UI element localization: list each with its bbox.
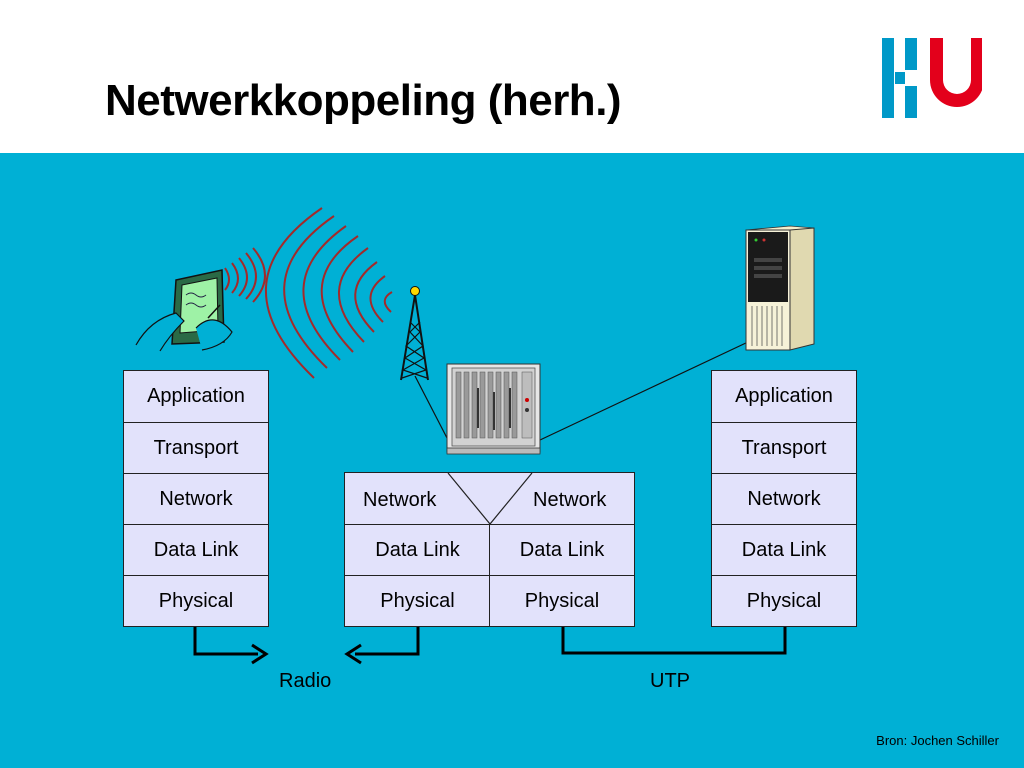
right-network-layer: Network bbox=[711, 473, 857, 525]
right-transport-layer: Transport bbox=[711, 422, 857, 474]
tower-to-switch-line bbox=[414, 375, 448, 439]
left-network-layer: Network bbox=[123, 473, 269, 525]
router-physical-left: Physical bbox=[344, 575, 491, 627]
left-transport-layer: Transport bbox=[123, 422, 269, 474]
router-network-left-label: Network bbox=[363, 489, 437, 511]
utp-link bbox=[561, 627, 787, 655]
left-application-layer: Application bbox=[123, 370, 269, 423]
university-logo-icon bbox=[882, 38, 982, 118]
router-datalink-left: Data Link bbox=[344, 524, 491, 576]
router-physical-right: Physical bbox=[489, 575, 635, 627]
radio-link-left bbox=[193, 627, 258, 656]
slide-header: Netwerkkoppeling (herh.) bbox=[0, 0, 1024, 153]
switch-to-server-line bbox=[539, 341, 749, 441]
radio-arrow-left-icon bbox=[344, 643, 362, 665]
source-credit: Bron: Jochen Schiller bbox=[876, 733, 999, 748]
radio-link-right bbox=[355, 627, 420, 656]
right-application-layer: Application bbox=[711, 370, 857, 423]
left-datalink-layer: Data Link bbox=[123, 524, 269, 576]
slide-title: Netwerkkoppeling (herh.) bbox=[105, 76, 622, 125]
handheld-device-icon bbox=[135, 247, 266, 352]
radio-arrow-right-icon bbox=[251, 643, 269, 665]
router-datalink-right: Data Link bbox=[489, 524, 635, 576]
router-network-right-label: Network bbox=[533, 489, 607, 511]
utp-label: UTP bbox=[650, 670, 690, 692]
switch-rack-icon bbox=[446, 363, 541, 455]
radio-label: Radio bbox=[279, 670, 332, 692]
right-physical-layer: Physical bbox=[711, 575, 857, 627]
left-physical-layer: Physical bbox=[123, 575, 269, 627]
radio-tower-icon bbox=[265, 207, 429, 381]
server-tower-icon bbox=[745, 225, 815, 351]
right-datalink-layer: Data Link bbox=[711, 524, 857, 576]
